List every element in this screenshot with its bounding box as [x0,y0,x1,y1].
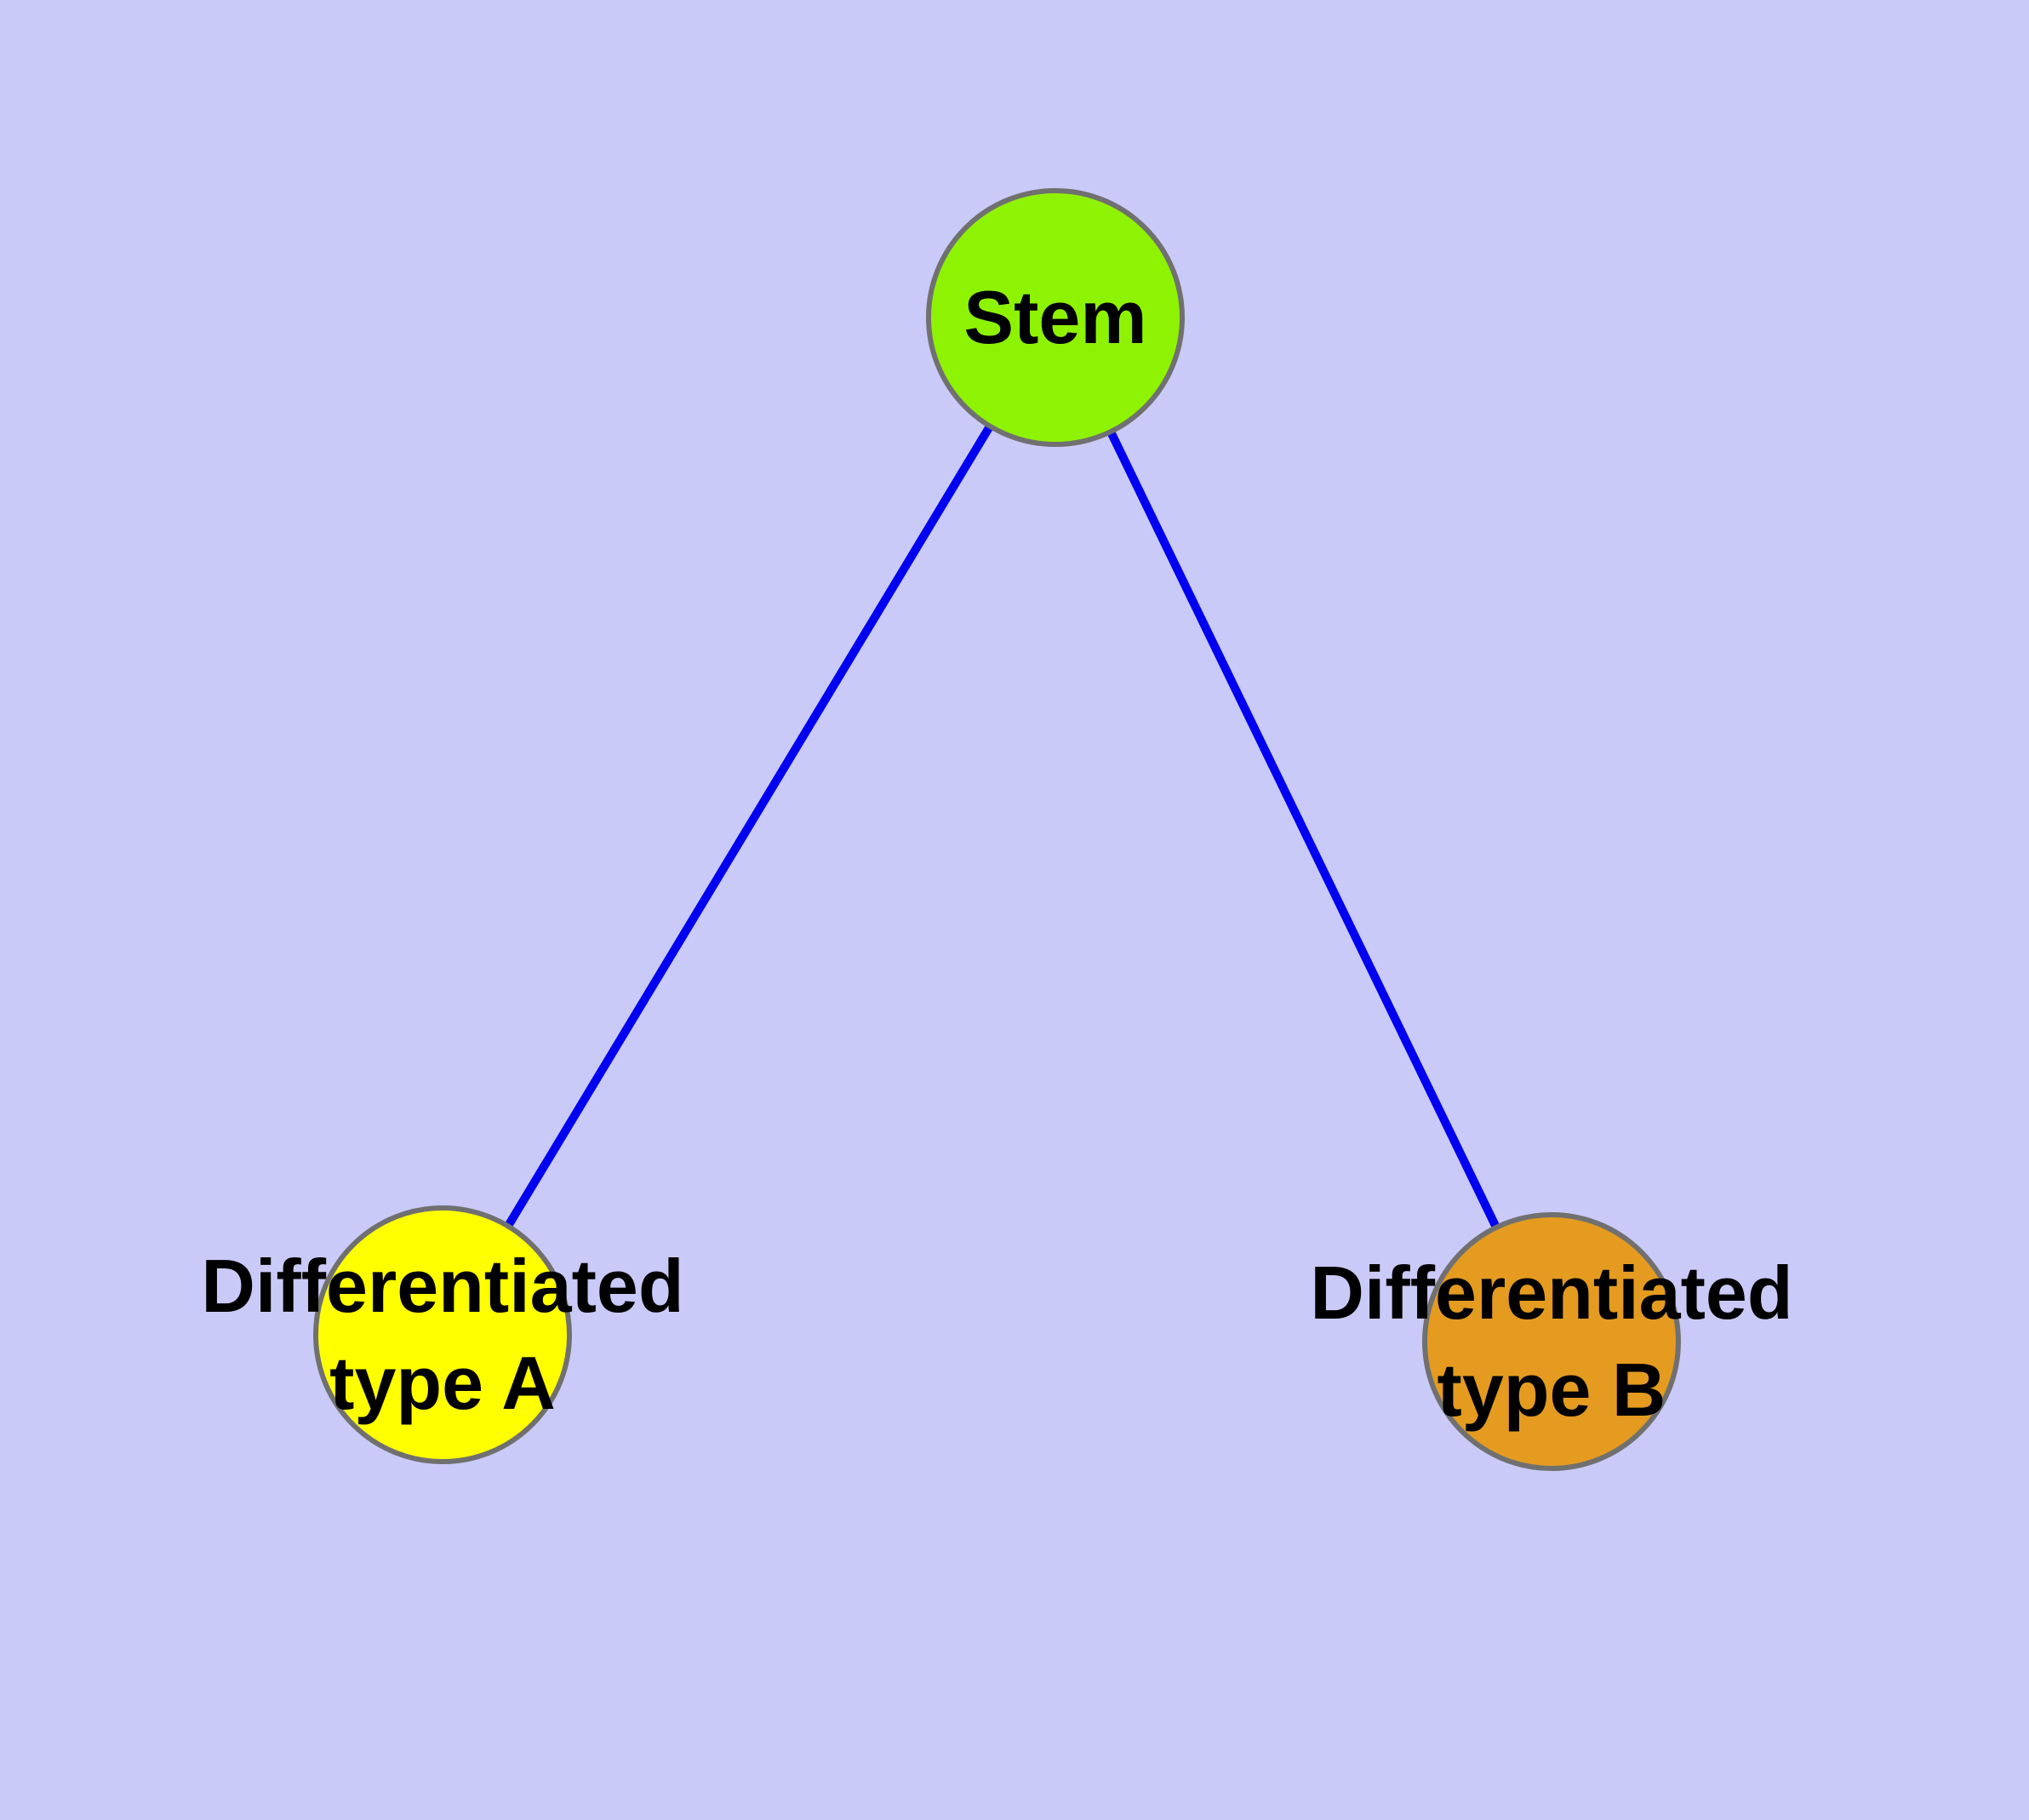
edge-stem-type-a [438,315,1060,1337]
node-label: Differentiated type A [201,1243,684,1425]
node-type-b[interactable]: Differentiated type B [1310,1212,1793,1471]
node-type-a[interactable]: Differentiated type A [201,1205,684,1464]
node-label: Differentiated type B [1310,1250,1793,1432]
node-stem[interactable]: Stem [926,188,1185,447]
edge-stem-type-b [1051,315,1556,1344]
node-label: Stem [963,274,1147,359]
